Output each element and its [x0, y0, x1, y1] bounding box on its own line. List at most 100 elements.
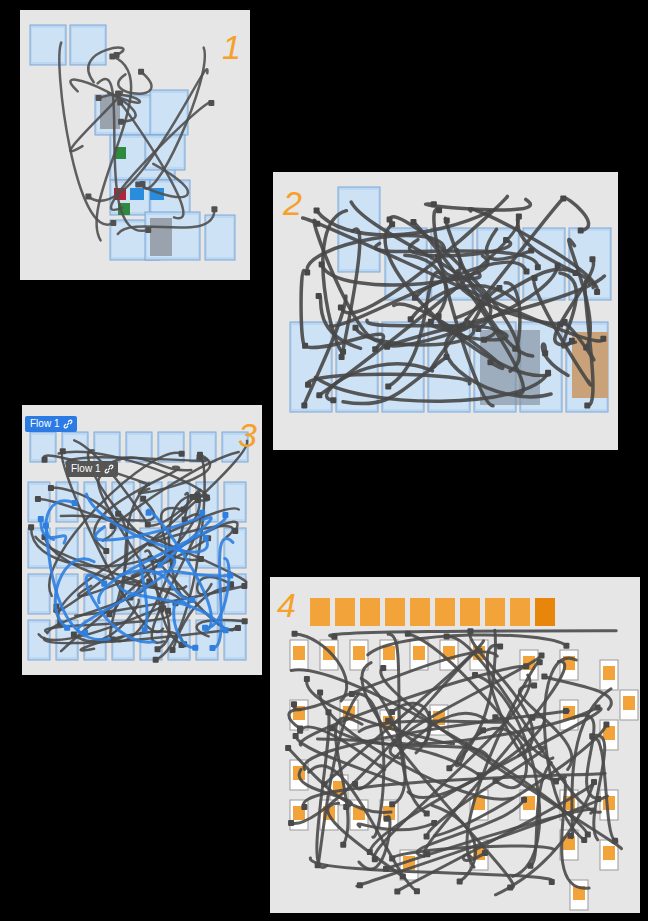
connector-handle [545, 370, 551, 376]
screen-frame [290, 640, 308, 670]
flow-connector [317, 712, 329, 867]
connector-handle [48, 485, 54, 491]
orange-screen [435, 598, 455, 626]
screen-frame [30, 432, 56, 462]
connector-handle [436, 207, 442, 213]
connector-handle [158, 607, 164, 613]
connector-handle [242, 618, 248, 624]
connector-handle [192, 645, 198, 651]
connector-handle [179, 451, 185, 457]
connector-handle [603, 721, 609, 727]
flow-connector [153, 571, 230, 576]
flow-connector [88, 48, 123, 82]
orange-screen [360, 598, 380, 626]
connector-handle [581, 837, 587, 843]
panel-number: 1 [222, 30, 241, 64]
connector-handle [325, 709, 331, 715]
flow-connector [386, 809, 595, 869]
connector-handle [563, 643, 569, 649]
screen-content [293, 646, 305, 660]
connector-handle [195, 497, 201, 503]
flow-connector [301, 271, 305, 346]
orange-screen [385, 598, 405, 626]
connector-handle [435, 253, 441, 259]
orange-screen [310, 598, 330, 626]
flow-connector [212, 539, 232, 648]
flow-connector [113, 452, 239, 526]
connector-handle [314, 208, 320, 214]
screen-content [207, 218, 233, 257]
connector-handle [232, 528, 238, 534]
connector-handle [569, 338, 575, 344]
flow-badge: Flow 1 [25, 416, 77, 432]
connector-handle [35, 496, 41, 502]
connector-handle [96, 95, 102, 101]
flow-connector [118, 209, 215, 234]
connector-handle [446, 765, 452, 771]
connector-handle [208, 100, 214, 106]
link-icon [63, 419, 73, 429]
flow-connector [205, 559, 229, 628]
connector-handle [85, 193, 91, 199]
flow-connector [320, 693, 513, 800]
connector-handle [189, 597, 195, 603]
screen-content [603, 666, 615, 680]
connector-handle [612, 838, 618, 844]
flow-connector [315, 373, 548, 402]
screen-content [128, 435, 150, 459]
connector-handle [482, 850, 488, 856]
connector-handle [42, 457, 48, 463]
flow-connector [99, 93, 140, 103]
flow-connector [544, 676, 611, 709]
flow-connector [88, 69, 207, 201]
screen-content [292, 325, 330, 409]
flow-connector [291, 670, 588, 835]
screen-content [623, 696, 635, 710]
connector-handle [314, 221, 320, 227]
connector-handle [291, 701, 297, 707]
connector-handle [118, 119, 124, 125]
flow-connector [288, 748, 391, 813]
connector-handle [541, 673, 547, 679]
flow-connector [303, 218, 604, 341]
screen-frame [620, 690, 638, 720]
screen-content [64, 435, 86, 459]
flow-connector [86, 494, 207, 552]
connector-handle [109, 53, 115, 59]
screen-frame [28, 574, 50, 614]
connector-handle [199, 510, 205, 516]
screen-content [30, 577, 48, 611]
flow-connector [140, 559, 147, 630]
flow-connector [139, 455, 210, 493]
flow-connector [434, 724, 606, 836]
connector-handle [367, 849, 373, 855]
connector-handle [190, 494, 196, 500]
orange-screen [335, 598, 355, 626]
connector-handle [583, 345, 589, 351]
connector-handle [138, 69, 144, 75]
connector-handle [357, 882, 363, 888]
connector-handle [64, 625, 70, 631]
connector-handle [372, 856, 378, 862]
flow-connector [542, 344, 568, 375]
orange-screen [410, 598, 430, 626]
flow-connector [295, 634, 347, 701]
orange-screen [535, 598, 555, 626]
screen-content [72, 28, 104, 62]
connector-handle [293, 733, 299, 739]
connector-handle [222, 512, 228, 518]
flow-connector [519, 686, 572, 770]
connector-handle [507, 884, 513, 890]
connector-handle [330, 397, 336, 403]
connector-handle [142, 627, 148, 633]
connector-handle [135, 182, 141, 188]
flow-connector [397, 782, 595, 891]
flow-connector [95, 513, 202, 540]
connector-handle [352, 781, 358, 787]
connector-handle [457, 879, 463, 885]
connector-handle [527, 863, 533, 869]
panel-4 [270, 577, 640, 913]
screen-frame [600, 720, 618, 750]
link-icon [104, 464, 114, 474]
flow-connector [119, 586, 226, 630]
